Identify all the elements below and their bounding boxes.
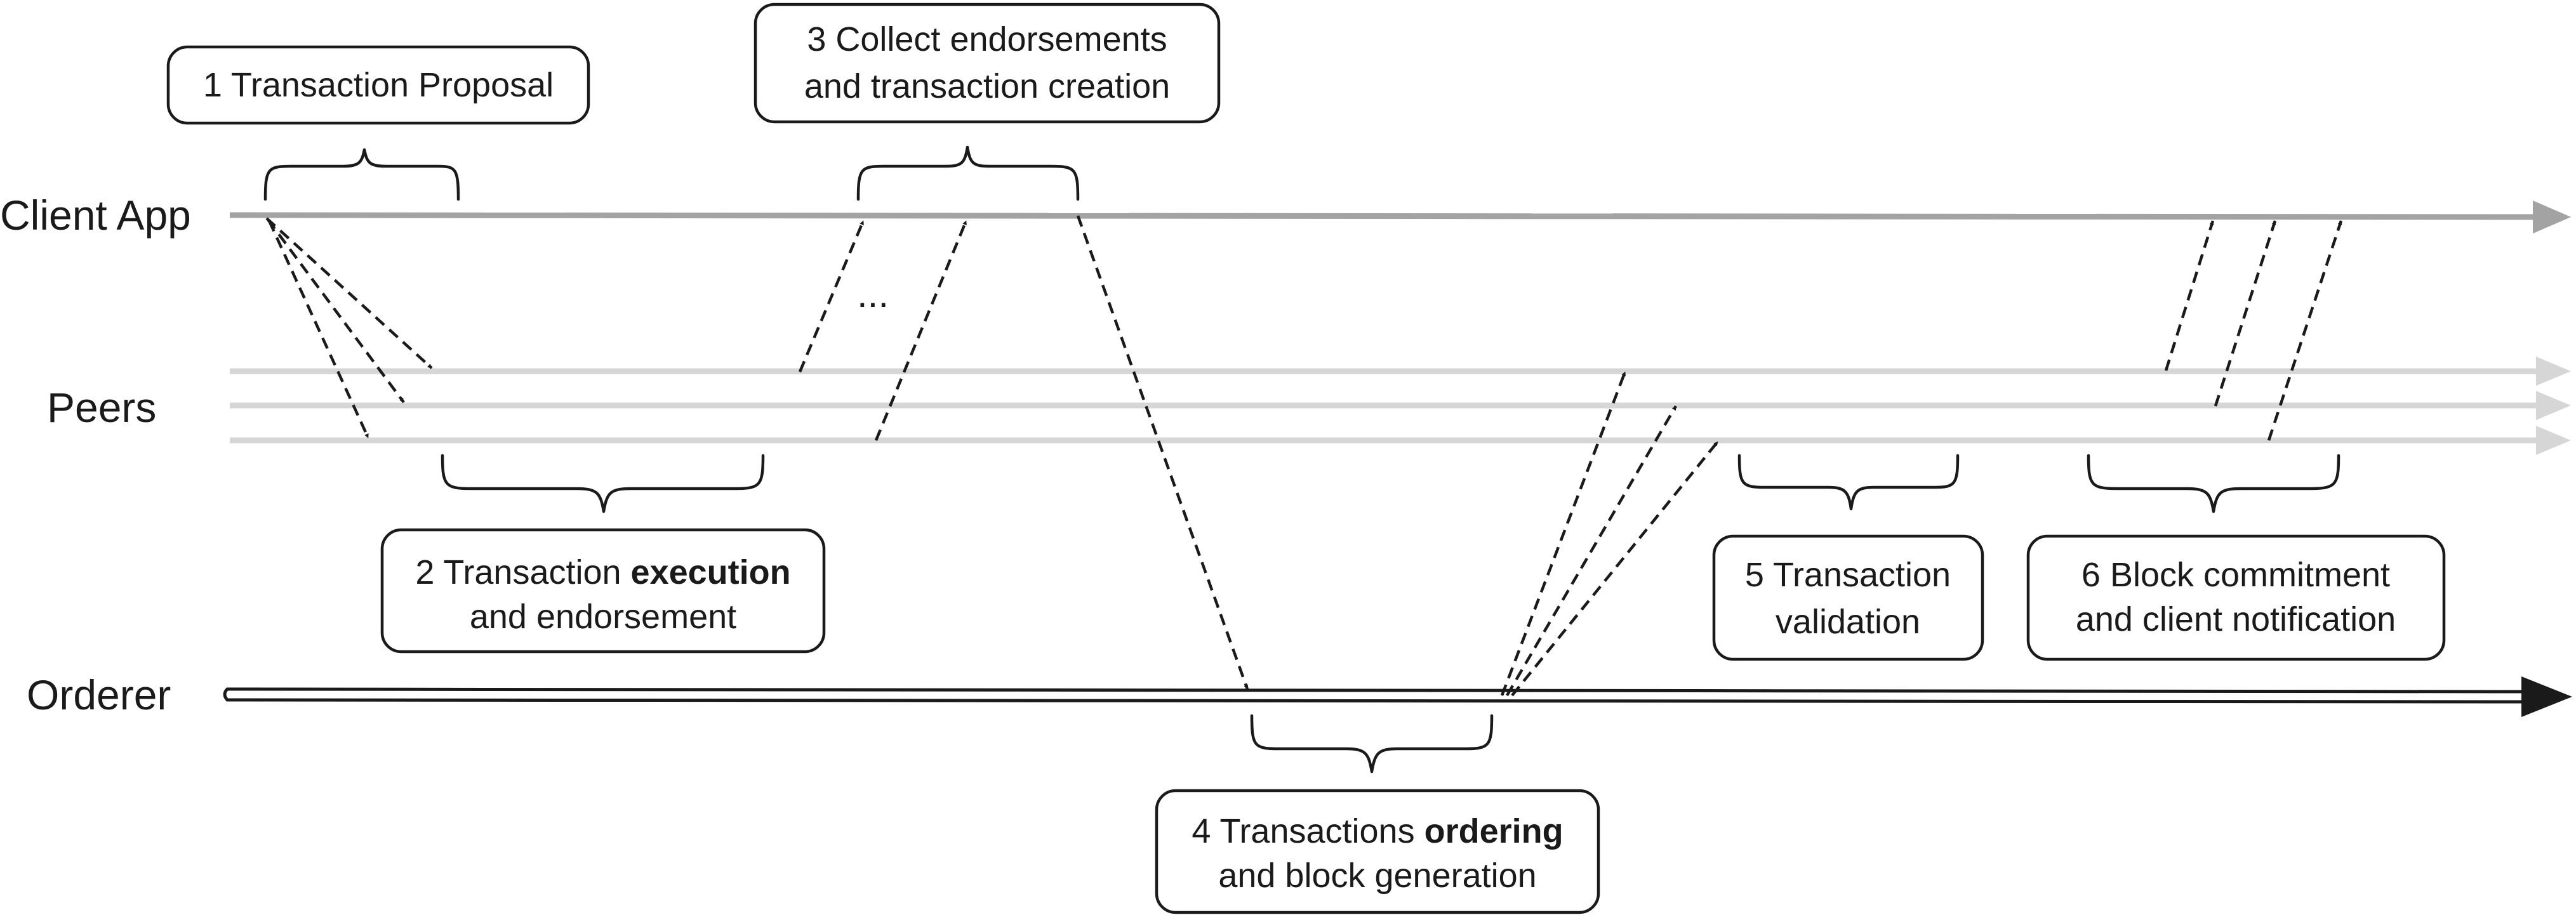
- brace-step-5: [1737, 454, 1960, 511]
- notification-arrows: [2164, 220, 2343, 441]
- client-app-timeline: [229, 201, 2571, 234]
- peers-label: Peers: [47, 384, 156, 431]
- step-1-text: 1 Transaction Proposal: [203, 66, 554, 104]
- step-3-box: 3 Collect endorsements and transaction c…: [754, 3, 1221, 124]
- peer-timeline-3: [230, 426, 2571, 455]
- submit-to-orderer-arrow: [1076, 215, 1249, 690]
- proposal-arrows: [265, 217, 433, 438]
- brace-step-2: [441, 454, 765, 513]
- step-1-box: 1 Transaction Proposal: [166, 45, 590, 125]
- step-5-box: 5 Transaction validation: [1712, 534, 1984, 661]
- step-5-text-line-1: 5 Transaction: [1745, 556, 1951, 594]
- brace-step-6: [2087, 454, 2340, 513]
- step-5-text-line-2: validation: [1776, 603, 1920, 641]
- step-4-text-line-2: and block generation: [1218, 857, 1536, 895]
- step-6-text-line-2: and client notification: [2076, 600, 2396, 638]
- ellipsis: ...: [857, 273, 889, 315]
- block-delivery-arrows: [1500, 371, 1719, 697]
- peer-timeline-1: [230, 357, 2571, 386]
- orderer-timeline: [223, 676, 2572, 717]
- step-3-text-line-1: 3 Collect endorsements: [807, 20, 1167, 58]
- step-4-text-line-1: 4 Transactions ordering: [1192, 812, 1563, 850]
- brace-step-1: [263, 148, 460, 201]
- step-6-box: 6 Block commitment and client notificati…: [2026, 534, 2446, 661]
- client-app-label: Client App: [0, 192, 191, 239]
- step-4-box: 4 Transactions ordering and block genera…: [1155, 789, 1600, 914]
- orderer-label: Orderer: [27, 671, 171, 718]
- endorsement-response-arrows: [798, 220, 968, 441]
- brace-step-3: [856, 145, 1080, 201]
- step-3-text-line-2: and transaction creation: [804, 67, 1170, 105]
- brace-step-4: [1250, 714, 1494, 773]
- step-2-text-line-1: 2 Transaction execution: [415, 553, 790, 591]
- step-6-text-line-1: 6 Block commitment: [2081, 556, 2390, 594]
- step-2-box: 2 Transaction execution and endorsement: [380, 528, 826, 654]
- peer-timeline-2: [230, 391, 2571, 420]
- step-2-text-line-2: and endorsement: [470, 598, 736, 636]
